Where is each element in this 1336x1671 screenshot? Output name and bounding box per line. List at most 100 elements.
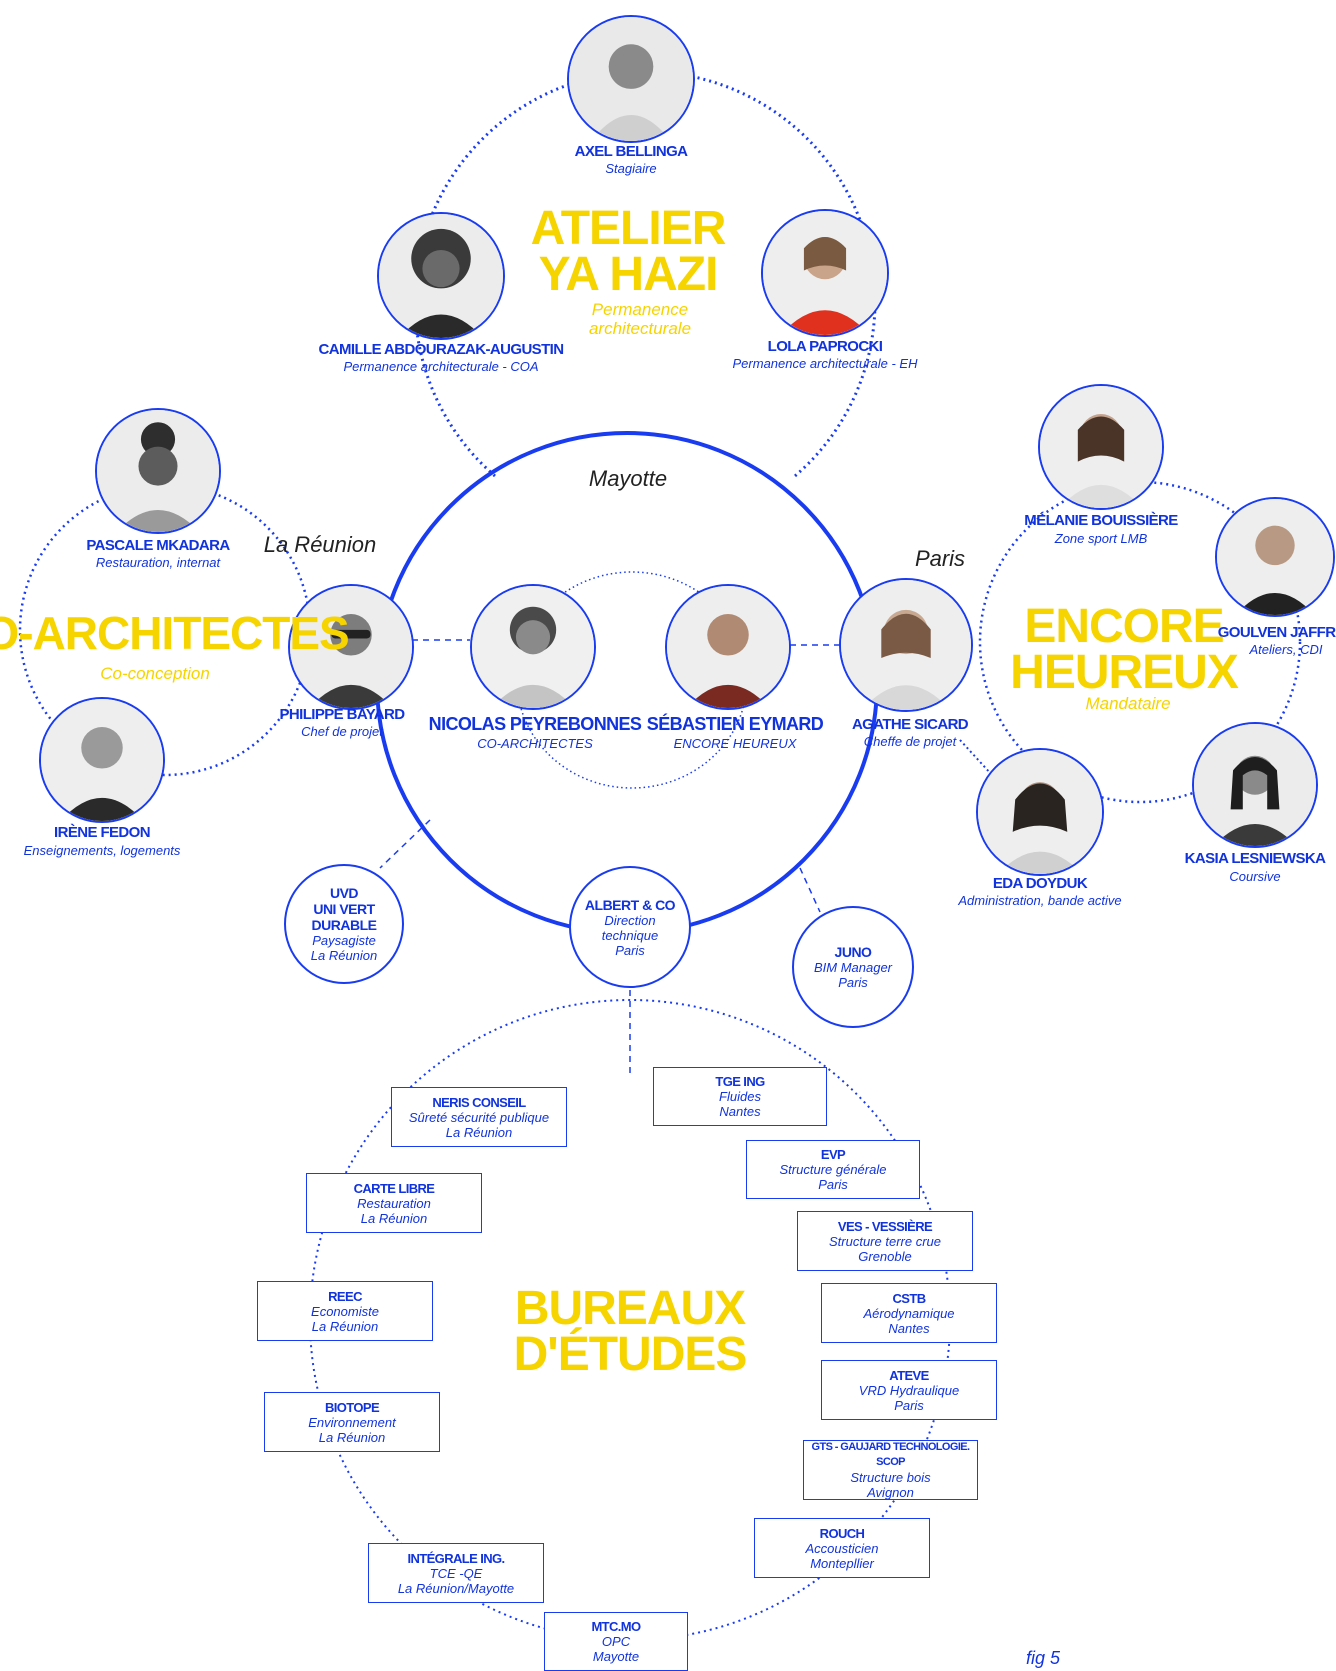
place-mayotte: Mayotte	[588, 466, 668, 491]
camille-role: Permanence architecturale - COA	[343, 359, 539, 374]
encore-title-line2: HEUREUX	[1010, 645, 1239, 699]
lola-role: Permanence architecturale - EH	[732, 356, 918, 371]
neris-name: NERIS CONSEIL	[432, 1094, 526, 1110]
ateve-desc: VRD Hydraulique	[858, 1382, 960, 1398]
melanie-name: MÉLANIE BOUISSIÈRE	[1024, 512, 1178, 529]
albert-desc1: Direction	[604, 912, 656, 928]
irene-role: Enseignements, logements	[23, 843, 181, 858]
eda-name: EDA DOYDUK	[992, 875, 1088, 892]
camille-avatar	[377, 212, 505, 340]
atelier-subtitle: Permanence architecturale	[589, 300, 691, 338]
atelier-title-line2: YA HAZI	[538, 247, 719, 301]
camille-name: CAMILLE ABDOURAZAK-AUGUSTIN	[318, 341, 564, 358]
bureau-evp: EVP Structure générale Paris	[746, 1140, 920, 1199]
bureau-neris: NERIS CONSEIL Sûreté sécurité publique L…	[391, 1087, 567, 1147]
reec-desc: Economiste	[311, 1303, 379, 1319]
agathe-avatar	[839, 578, 973, 712]
uvd-place: La Réunion	[310, 948, 378, 963]
rouch-name: ROUCH	[819, 1525, 865, 1541]
neris-place: La Réunion	[445, 1124, 513, 1140]
ves-name: VES - VESSIÈRE	[837, 1218, 933, 1234]
albert-place: Paris	[615, 942, 645, 958]
ves-place: Grenoble	[858, 1248, 912, 1264]
melanie-avatar	[1038, 384, 1164, 510]
philippe-avatar	[288, 584, 414, 710]
evp-name: EVP	[820, 1147, 846, 1162]
mtc-name: MTC.MO	[591, 1619, 641, 1634]
cstb-place: Nantes	[888, 1320, 930, 1336]
juno-place: Paris	[838, 975, 868, 990]
atelier-title: ATELIER YA HAZI	[530, 202, 727, 301]
juno-bubble: JUNO BIM Manager Paris	[792, 906, 914, 1028]
nicolas-role: CO-ARCHITECTES	[477, 736, 593, 751]
axel-role: Stagiaire	[605, 161, 657, 176]
bureau-ves: VES - VESSIÈRE Structure terre crue Gren…	[797, 1211, 973, 1271]
goulven-avatar	[1215, 497, 1335, 617]
mtc-place: Mayotte	[592, 1649, 640, 1664]
kasia-avatar	[1192, 722, 1318, 848]
reec-name: REEC	[328, 1288, 362, 1304]
sebastien-name: SÉBASTIEN EYMARD	[646, 714, 824, 734]
axel-name: AXEL BELLINGA	[574, 143, 688, 160]
lola-name: LOLA PAPROCKI	[767, 338, 883, 355]
bureau-tge: TGE ING Fluides Nantes	[653, 1067, 827, 1126]
nicolas-avatar	[470, 584, 596, 710]
bureau-integrale: INTÉGRALE ING. TCE -QE La Réunion/Mayott…	[368, 1543, 544, 1603]
bureau-cstb: CSTB Aérodynamique Nantes	[821, 1283, 997, 1343]
place-paris: Paris	[914, 546, 966, 571]
melanie-role: Zone sport LMB	[1054, 531, 1148, 546]
eda-role: Administration, bande active	[958, 893, 1122, 908]
bureau-ateve: ATEVE VRD Hydraulique Paris	[821, 1360, 997, 1420]
biotope-name: BIOTOPE	[324, 1399, 380, 1415]
sebastien-role: ENCORE HEUREUX	[673, 736, 797, 751]
bureau-biotope: BIOTOPE Environnement La Réunion	[264, 1392, 440, 1452]
goulven-role: Ateliers, CDI	[1249, 642, 1323, 657]
albert-bubble: ALBERT & CO Direction technique Paris	[569, 866, 691, 988]
bureau-reec: REEC Economiste La Réunion	[257, 1281, 433, 1341]
tge-name: TGE ING	[715, 1074, 765, 1089]
rouch-place: Montepllier	[810, 1555, 874, 1571]
encore-title: ENCORE HEUREUX	[1010, 603, 1239, 699]
bureaux-title-line2: D'ÉTUDES	[513, 1327, 748, 1381]
uvd-name: UVD	[329, 885, 359, 901]
evp-desc: Structure générale	[779, 1162, 887, 1177]
ves-desc: Structure terre crue	[829, 1233, 941, 1249]
ateve-place: Paris	[894, 1397, 924, 1413]
axel-avatar	[567, 15, 695, 143]
uvd-bubble: UVD UNI VERT DURABLE Paysagiste La Réuni…	[284, 864, 404, 984]
gts-name: GTS - GAUJARD TECHNOLOGIE. SCOP	[811, 1441, 971, 1468]
biotope-place: La Réunion	[318, 1429, 386, 1445]
nicolas-name: NICOLAS PEYREBONNES	[428, 714, 642, 734]
integrale-place: La Réunion/Mayotte	[397, 1580, 515, 1596]
eda-avatar	[976, 748, 1104, 876]
albert-desc2: technique	[601, 927, 659, 943]
agathe-role: Cheffe de projet	[863, 734, 957, 749]
albert-name: ALBERT & CO	[584, 896, 676, 913]
tge-desc: Fluides	[719, 1089, 761, 1104]
carte-place: La Réunion	[360, 1210, 428, 1226]
juno-name: JUNO	[834, 944, 872, 960]
sebastien-avatar	[665, 584, 791, 710]
place-reunion: La Réunion	[263, 532, 377, 557]
reec-place: La Réunion	[311, 1318, 379, 1334]
bureaux-title-line1: BUREAUX	[514, 1282, 746, 1335]
ateve-name: ATEVE	[889, 1367, 929, 1383]
irene-name: IRÈNE FEDON	[54, 824, 151, 841]
lola-avatar	[761, 209, 889, 337]
atelier-title-line1: ATELIER	[530, 202, 727, 255]
goulven-name: GOULVEN JAFFRÈS	[1217, 624, 1336, 641]
kasia-name: KASIA LESNIEWSKA	[1184, 850, 1326, 867]
pascale-name: PASCALE MKADARA	[86, 537, 230, 554]
tge-place: Nantes	[719, 1104, 761, 1119]
atelier-subtitle-line1: Permanence	[591, 300, 689, 319]
uvd-fullname: UNI VERT DURABLE	[311, 901, 377, 933]
encore-subtitle: Mandataire	[1085, 694, 1171, 713]
encore-ring	[978, 480, 1302, 804]
coarch-subtitle: Co-conception	[100, 664, 210, 683]
irene-avatar	[39, 697, 165, 823]
cstb-name: CSTB	[892, 1290, 927, 1306]
neris-desc: Sûreté sécurité publique	[408, 1109, 550, 1125]
bureau-gts: GTS - GAUJARD TECHNOLOGIE. SCOP Structur…	[803, 1440, 978, 1500]
bureau-mtc: MTC.MO OPC Mayotte	[544, 1612, 688, 1671]
central-circle	[375, 431, 879, 935]
